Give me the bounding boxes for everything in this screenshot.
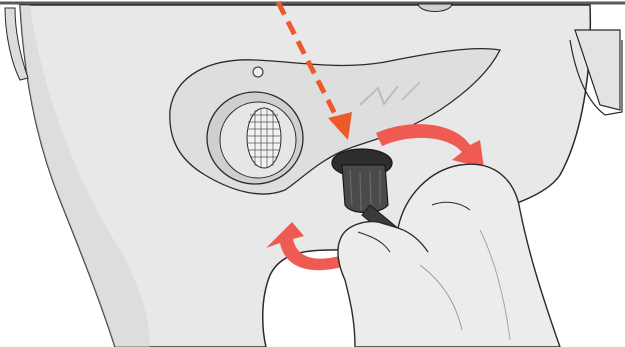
knurled-knob [247,108,281,168]
panel-ring [253,67,263,77]
